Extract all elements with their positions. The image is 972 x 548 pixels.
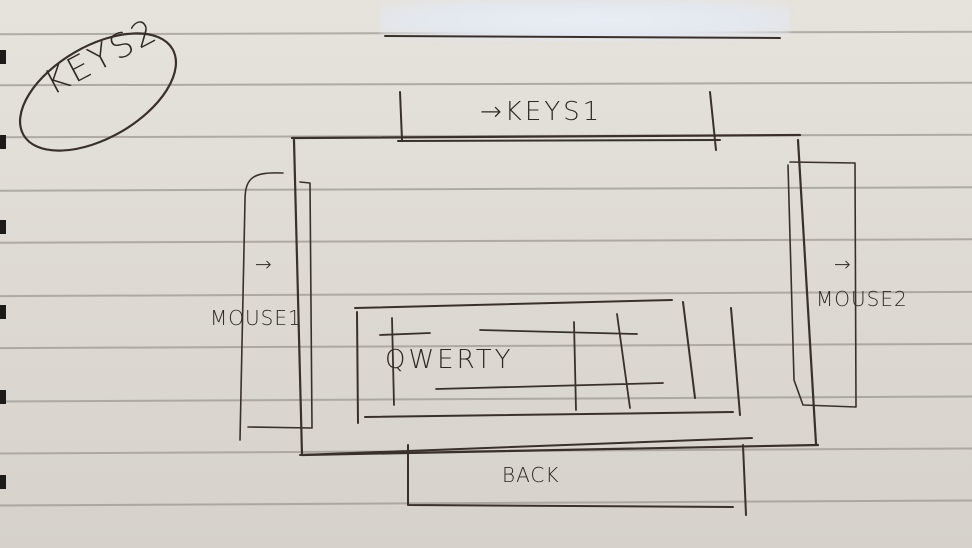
top-bar-keys1[interactable]: →KEYS1: [480, 97, 603, 127]
keyboard-qwerty[interactable]: QWERTY: [385, 345, 514, 375]
back-button[interactable]: BACK: [502, 463, 560, 487]
binder-mark: [0, 390, 6, 404]
right-panel-arrow: →: [834, 252, 851, 276]
binder-mark: [0, 135, 6, 149]
left-panel-mouse1[interactable]: MOUSE1: [210, 306, 302, 330]
left-panel-arrow: →: [255, 252, 272, 276]
binder-mark: [0, 305, 6, 319]
binder-mark: [0, 475, 6, 489]
binder-mark: [0, 50, 6, 64]
redacted-scribble: [380, 0, 790, 40]
keys2-circle: [18, 32, 178, 152]
binder-mark: [0, 220, 6, 234]
right-panel-mouse2[interactable]: MOUSE2: [816, 287, 908, 311]
